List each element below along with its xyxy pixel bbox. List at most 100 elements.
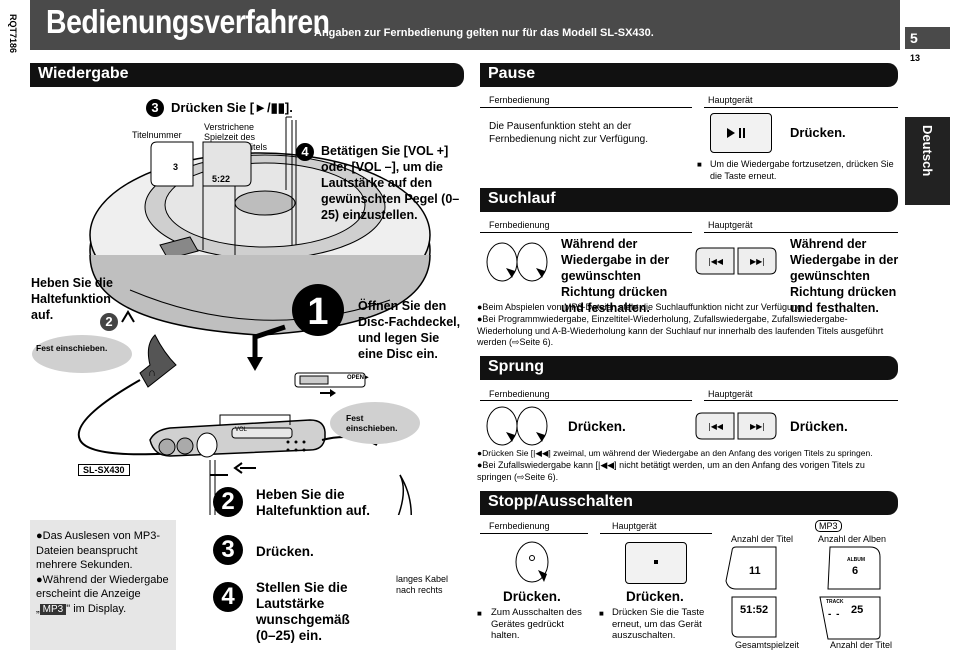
label-titelnummer: Titelnummer: [132, 130, 182, 140]
language-tab: Deutsch: [905, 117, 950, 205]
page-title: Bedienungsverfahren: [46, 3, 330, 40]
col-hauptgeraet: Hauptgerät: [708, 389, 753, 399]
divider: [600, 533, 712, 534]
section-header-suchlauf: Suchlauf: [480, 188, 898, 212]
divider: [480, 232, 692, 233]
step-number-2-large: 2: [213, 487, 243, 517]
headphone-icon: ∩: [148, 367, 156, 379]
step-number-4: 4: [296, 143, 314, 161]
section-header-sprung: Sprung: [480, 356, 898, 380]
sprung-remote-action: Drücken.: [568, 419, 626, 434]
page-number-box: 5: [905, 27, 950, 49]
col-fernbedienung: Fernbedienung: [489, 389, 550, 399]
svg-text:|◀◀: |◀◀: [708, 422, 724, 431]
page-subtitle: Angaben zur Fernbedienung gelten nur für…: [314, 27, 654, 39]
step-number-3-large: 3: [213, 535, 243, 565]
callout-fest-2: Fest einschieben.: [346, 413, 398, 433]
label-langes-kabel: langes Kabel nach rechts: [396, 574, 449, 595]
step2-remote-instruction: Heben Sie die Haltefunktion auf.: [256, 487, 370, 518]
display-track-number: 3: [173, 162, 179, 172]
divider: [480, 107, 692, 108]
section-title: Wiedergabe: [38, 65, 129, 82]
step1-instruction: Öffnen Sie den Disc-Fachdeckel, und lege…: [358, 299, 461, 361]
mp3-indicator-icon: MP3: [39, 603, 67, 615]
display-alben-count: 6: [852, 565, 859, 577]
stopp-remote-action: Drücken.: [503, 589, 561, 604]
model-label: SL-SX430: [78, 464, 130, 476]
mp3-badge: MP3: [815, 520, 842, 532]
divider: [480, 533, 588, 534]
sprung-main-action: Drücken.: [790, 419, 848, 434]
divider: [480, 400, 692, 401]
display-elapsed-time: 5:22: [212, 174, 231, 184]
label-anzahl-alben: Anzahl der Alben: [818, 534, 887, 544]
section-header-pause: Pause: [480, 63, 898, 87]
step2-side-instruction: Heben Sie die Haltefunktion auf.: [31, 276, 113, 322]
display-total-time: 51:52: [740, 604, 769, 616]
document-code: RQT7186: [8, 14, 18, 54]
step4-instruction: Betätigen Sie [VOL +] oder [VOL –], um d…: [321, 144, 460, 222]
remote-stop-button-illustration: [515, 541, 549, 583]
stopp-main-note: Drücken Sie die Taste erneut, um das Ger…: [612, 607, 705, 641]
display-callouts: [150, 141, 252, 187]
divider: [704, 232, 898, 233]
stop-icon: [654, 560, 658, 564]
section-title: Sprung: [488, 358, 544, 375]
svg-text:▶▶|: ▶▶|: [750, 422, 765, 431]
step3-remote-instruction: Drücken.: [256, 544, 314, 559]
divider: [704, 400, 898, 401]
step4-remote-instruction: Stellen Sie die Lautstärke wunschgemäß (…: [256, 580, 350, 643]
section-header-wiedergabe: Wiedergabe: [30, 63, 464, 87]
mp3-note-text: ●Das Auslesen von MP3-Dateien beanspruch…: [36, 529, 172, 617]
suchlauf-main-action: Während der Wiedergabe in der gewünschte…: [790, 237, 899, 315]
display-track-tag: TRACK: [826, 599, 844, 605]
section-title: Stopp/Ausschalten: [488, 493, 633, 510]
section-title: Pause: [488, 65, 536, 82]
label-anzahl-titel: Anzahl der Titel: [731, 534, 794, 544]
display-album-tag: ALBUM: [847, 557, 866, 563]
col-fernbedienung: Fernbedienung: [489, 95, 550, 105]
remote-skip-buttons-illustration: [486, 242, 548, 282]
callout-bubble: [32, 335, 132, 373]
mp3-note-part1: ●Das Auslesen von MP3-Dateien beanspruch…: [36, 530, 161, 571]
step-number-2: 2: [100, 313, 118, 331]
step-number-4-large: 4: [213, 582, 243, 612]
svg-text:1: 1: [307, 291, 328, 333]
display-track-dashes: - -: [828, 609, 841, 620]
bullet-square-icon: ■: [477, 609, 482, 618]
display-titel-count: 11: [749, 565, 761, 577]
callout-fest-1: Fest einschieben.: [36, 343, 108, 353]
vol-label: VOL: [235, 427, 248, 433]
col-hauptgeraet: Hauptgerät: [708, 220, 753, 230]
bullet-square-icon: ■: [697, 160, 702, 169]
play-pause-icon: [727, 128, 745, 138]
suchlauf-note-1: ●Beim Abspielen von MP3-Dateien steht di…: [477, 302, 805, 312]
suchlauf-remote-action: Während der Wiedergabe in der gewünschte…: [561, 237, 670, 315]
pause-remote-text: Die Pausenfunktion steht an der Fernbedi…: [489, 121, 648, 145]
label-gesamtspielzeit: Gesamtspielzeit: [735, 640, 800, 650]
sprung-note-1: ●Drücken Sie [|◀◀] zweimal, um während d…: [477, 448, 873, 458]
suchlauf-note-2: ●Bei Programmwiedergabe, Einzeltitel-Wie…: [477, 314, 884, 347]
sprung-note-2: ●Bei Zufallswiedergabe kann [|◀◀] nicht …: [477, 460, 865, 482]
stopp-main-action: Drücken.: [626, 589, 684, 604]
svg-text:|◀◀: |◀◀: [708, 257, 724, 266]
pause-main-note: Um die Wiedergabe fortzusetzen, drücken …: [710, 159, 894, 181]
section-title: Suchlauf: [488, 190, 556, 207]
mp3-note-part2a: ●Während der Wiedergabe erscheint die An…: [36, 573, 169, 615]
pause-main-action: Drücken.: [790, 125, 846, 140]
step-number-3: 3: [146, 99, 164, 117]
title-bar: [30, 0, 900, 50]
page-number-small: 13: [910, 53, 921, 63]
divider: [704, 107, 898, 108]
col-hauptgeraet: Hauptgerät: [612, 521, 657, 531]
main-stop-button-illustration: [625, 542, 687, 584]
display-track-count: 25: [851, 604, 864, 616]
main-skip-buttons-illustration: |◀◀ ▶▶|: [695, 412, 777, 440]
open-switch-label: OPEN►: [347, 375, 370, 381]
mp3-note-part2b: " im Display.: [66, 602, 127, 615]
mp3-note-box: [30, 520, 176, 650]
col-hauptgeraet: Hauptgerät: [708, 95, 753, 105]
col-fernbedienung: Fernbedienung: [489, 220, 550, 230]
bullet-square-icon: ■: [599, 609, 604, 618]
language-tab-label: Deutsch: [920, 125, 935, 177]
